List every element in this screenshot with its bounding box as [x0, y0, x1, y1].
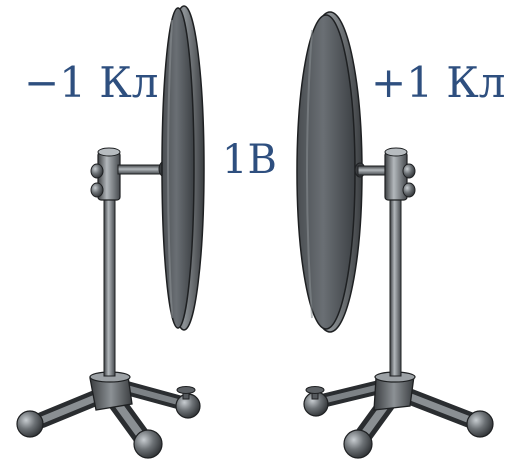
right-stand-knob-lower [402, 182, 416, 198]
right-stand-foot-front [343, 429, 373, 459]
left-stand-foot-left [16, 410, 44, 438]
right-plate-charge-label: +1 Кл [371, 58, 506, 107]
left-stand-knob-upper [90, 163, 104, 179]
right-plate [296, 11, 363, 333]
left-stand-rod [103, 169, 116, 377]
left-stand-knob-lower [90, 182, 104, 198]
left-stand-foot-front [133, 429, 163, 459]
left-plate-charge-label: −1 Кл [24, 58, 159, 107]
left-plate [161, 5, 205, 331]
left-stand [16, 147, 201, 459]
right-stand-rod [389, 169, 402, 377]
right-stand [303, 147, 494, 459]
right-stand-leveling-screw [305, 386, 325, 394]
left-stand-arm [117, 164, 165, 175]
right-stand-knob-upper [402, 163, 416, 179]
left-plate-face [161, 7, 195, 329]
left-stand-leveling-screw [176, 386, 196, 394]
right-plate-face [296, 14, 356, 330]
voltage-label: 1В [222, 137, 277, 183]
right-stand-foot-right [466, 410, 494, 438]
